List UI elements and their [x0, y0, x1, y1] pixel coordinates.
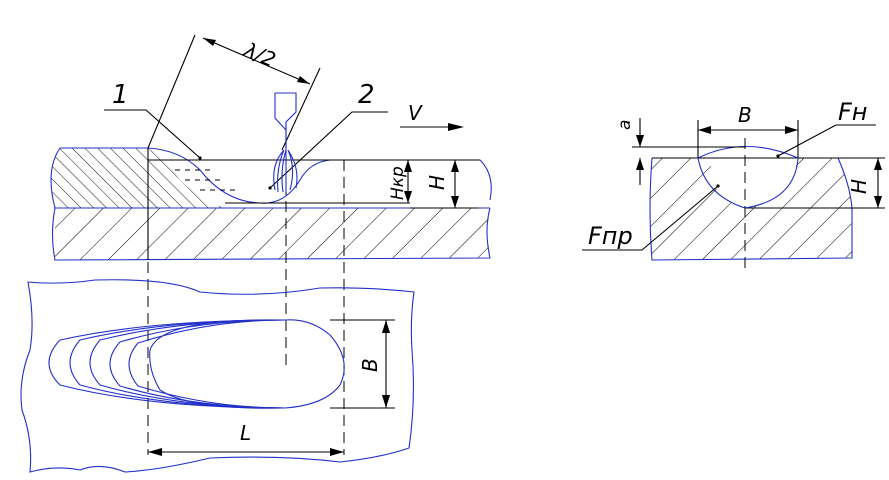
pool-contour-main — [149, 319, 345, 409]
marker-2-leader — [269, 111, 388, 189]
b-right-label: B — [738, 103, 752, 127]
right-base-hatch — [650, 158, 852, 260]
hkr-label: Hкр — [388, 166, 408, 200]
plan-view: B L — [20, 279, 415, 473]
bright-arrow-left — [698, 126, 711, 134]
lambda-ext-right — [281, 67, 321, 151]
b-bottom-label: B — [358, 358, 382, 372]
fpr-label: Fпр — [588, 222, 633, 250]
electrode-icon — [273, 92, 298, 193]
h-arrow-top — [451, 160, 459, 172]
fn-label: Fн — [838, 98, 868, 126]
pool-surface — [147, 147, 492, 204]
plan-break-outline — [20, 279, 415, 473]
l-bottom-label: L — [240, 421, 251, 445]
hkr-arrow-top — [404, 160, 412, 172]
fpr-leader — [582, 185, 719, 251]
b-arrow-bottom — [382, 395, 390, 408]
a-arrow-top — [636, 135, 644, 147]
velocity-label: V — [408, 101, 423, 125]
right-base-outline — [649, 157, 853, 261]
a-right-label: a — [615, 120, 635, 130]
hkr-arrow-bottom — [404, 191, 412, 203]
lambda-dim-line — [202, 37, 311, 85]
fn-dot — [776, 154, 780, 158]
base-plate-hatch — [55, 208, 490, 260]
marker-1-label: 1 — [112, 80, 129, 110]
lambda-arrow-left — [203, 38, 216, 46]
fpr-dot — [716, 184, 720, 188]
lambda-arrow-right — [297, 76, 310, 84]
h-arrow-bottom — [451, 196, 459, 208]
left-section: λ/2 1 2 V Hкр H — [50, 34, 492, 455]
marker-1-leader — [104, 109, 201, 159]
h-right-label: H — [847, 179, 871, 194]
hright-arrow-top — [874, 158, 882, 170]
a-arrow-bottom — [636, 158, 644, 170]
marker-1-dot — [198, 156, 202, 160]
fn-leader — [777, 124, 876, 157]
right-section: a B Fн H Fпр — [582, 98, 885, 270]
hright-arrow-bottom — [874, 196, 882, 208]
lambda-label: λ/2 — [240, 37, 279, 72]
velocity-arrow-head — [448, 123, 464, 131]
l-arrow-right — [330, 448, 344, 456]
deposit-outline — [50, 147, 148, 209]
deposit-hatch — [51, 148, 225, 208]
marker-2-dot — [268, 186, 272, 190]
l-arrow-left — [148, 448, 162, 456]
b-arrow-top — [382, 320, 390, 333]
h-left-label: H — [425, 175, 449, 190]
lambda-ext-left — [147, 34, 196, 149]
marker-2-label: 2 — [358, 80, 375, 110]
bright-arrow-right — [785, 126, 798, 134]
